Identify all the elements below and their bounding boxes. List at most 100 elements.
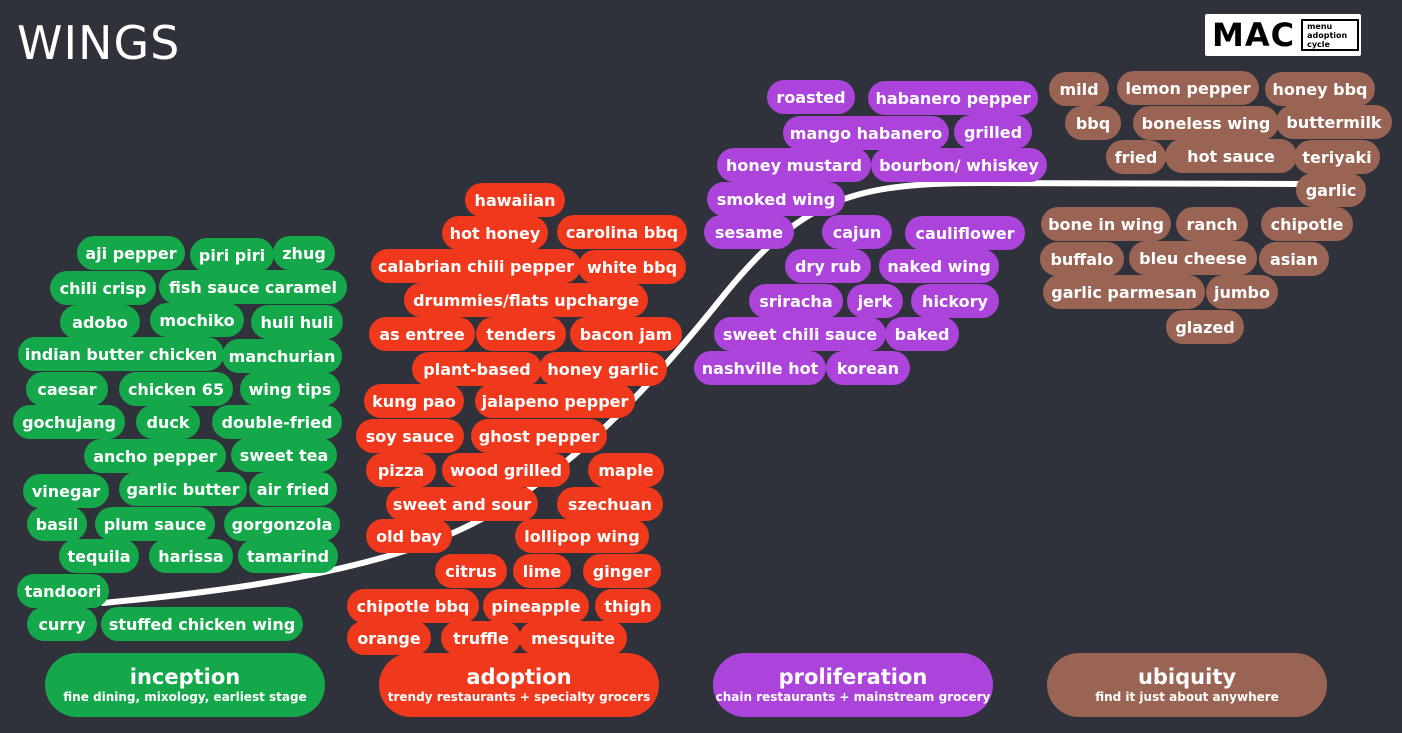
wing-item-ubiquity: mild <box>1049 72 1109 106</box>
logo-subtitle-box: menu adoption cycle <box>1301 19 1360 51</box>
wing-item-inception: chili crisp <box>50 271 156 305</box>
wing-item-ubiquity: jumbo <box>1206 275 1278 309</box>
wing-item-proliferation: jerk <box>847 284 903 318</box>
logo-sub-line: menu <box>1307 21 1333 31</box>
wing-item-proliferation: sesame <box>704 215 794 249</box>
wing-item-inception: wing tips <box>240 372 340 406</box>
wing-item-inception: air fried <box>249 472 337 506</box>
logo-sub-line: cycle <box>1307 39 1330 49</box>
wing-item-proliferation: honey mustard <box>717 148 871 182</box>
wing-item-inception: tequila <box>59 539 139 573</box>
logo-sub-line: adoption <box>1307 30 1348 40</box>
wing-item-adoption: honey garlic <box>539 352 667 386</box>
wing-item-proliferation: bourbon/ whiskey <box>871 148 1047 182</box>
wing-item-ubiquity: bone in wing <box>1041 207 1171 241</box>
stage-ubiquity: ubiquity find it just about anywhere <box>1047 653 1327 717</box>
wing-item-adoption: calabrian chili pepper <box>371 249 581 283</box>
wing-item-adoption: truffle <box>441 621 521 655</box>
wing-item-adoption: wood grilled <box>442 453 570 487</box>
wing-item-ubiquity: garlic <box>1296 173 1366 207</box>
wing-item-proliferation: korean <box>826 351 910 385</box>
mac-logo: MAC menu adoption cycle <box>1205 14 1361 56</box>
wing-item-adoption: pineapple <box>483 589 589 623</box>
wing-item-proliferation: nashville hot <box>694 351 826 385</box>
wing-item-adoption: maple <box>588 453 664 487</box>
wing-item-inception: duck <box>136 405 200 439</box>
wing-item-inception: caesar <box>26 372 108 406</box>
wing-item-ubiquity: buffalo <box>1040 242 1124 276</box>
wing-item-proliferation: hickory <box>911 284 999 318</box>
wing-item-adoption: jalapeno pepper <box>475 384 635 418</box>
wing-item-adoption: szechuan <box>557 487 663 521</box>
wing-item-inception: harissa <box>149 539 233 573</box>
wing-item-inception: aji pepper <box>77 236 185 270</box>
stage-name: adoption <box>466 665 572 689</box>
wing-item-ubiquity: hot sauce <box>1165 139 1297 173</box>
wing-item-adoption: orange <box>347 621 431 655</box>
wing-item-inception: plum sauce <box>95 507 215 541</box>
wing-item-adoption: sweet and sour <box>386 487 538 521</box>
wing-item-ubiquity: bleu cheese <box>1129 241 1257 275</box>
wing-item-adoption: as entree <box>369 317 475 351</box>
wing-item-proliferation: roasted <box>767 80 855 114</box>
wing-item-adoption: white bbq <box>578 250 686 284</box>
wing-item-adoption: thigh <box>595 589 661 623</box>
wing-item-inception: sweet tea <box>231 438 337 472</box>
wing-item-inception: mochiko <box>150 303 244 337</box>
wing-item-adoption: soy sauce <box>356 419 464 453</box>
wing-item-ubiquity: boneless wing <box>1133 106 1279 140</box>
wing-item-adoption: chipotle bbq <box>347 589 479 623</box>
wing-item-inception: fish sauce caramel <box>159 270 347 304</box>
wing-item-inception: chicken 65 <box>119 372 233 406</box>
wing-item-inception: garlic butter <box>119 472 247 506</box>
stage-name: proliferation <box>778 665 928 689</box>
wing-item-proliferation: grilled <box>954 115 1032 149</box>
stage-inception: inception fine dining, mixology, earlies… <box>45 653 325 717</box>
wing-item-ubiquity: fried <box>1106 140 1166 174</box>
wing-item-inception: huli huli <box>251 305 343 339</box>
wing-item-proliferation: mango habanero <box>783 116 949 150</box>
stage-description: chain restaurants + mainstream grocery <box>715 690 991 704</box>
wing-item-inception: gochujang <box>13 405 125 439</box>
wing-item-proliferation: cajun <box>822 215 892 249</box>
wing-item-inception: manchurian <box>222 339 342 373</box>
wing-item-inception: tandoori <box>17 574 109 608</box>
wing-item-ubiquity: garlic parmesan <box>1043 275 1205 309</box>
logo-text: MAC <box>1212 16 1296 54</box>
wing-item-inception: ancho pepper <box>84 439 226 473</box>
wing-item-proliferation: sriracha <box>749 284 843 318</box>
wing-item-proliferation: naked wing <box>879 249 999 283</box>
stage-description: find it just about anywhere <box>1095 690 1279 704</box>
wing-item-adoption: lime <box>513 554 571 588</box>
stage-description: fine dining, mixology, earliest stage <box>63 690 307 704</box>
wing-item-ubiquity: bbq <box>1065 106 1121 140</box>
wing-item-adoption: tenders <box>476 317 566 351</box>
wing-item-adoption: lollipop wing <box>515 519 649 553</box>
wing-item-adoption: drummies/flats upcharge <box>404 283 648 317</box>
wing-item-ubiquity: lemon pepper <box>1117 71 1259 105</box>
wing-item-inception: vinegar <box>23 474 109 508</box>
wing-item-proliferation: smoked wing <box>707 182 845 216</box>
wing-item-adoption: plant-based <box>412 352 542 386</box>
wing-item-proliferation: cauliflower <box>905 216 1025 250</box>
wing-item-inception: adobo <box>60 305 140 339</box>
wing-item-inception: tamarind <box>238 539 338 573</box>
wing-item-proliferation: dry rub <box>785 249 871 283</box>
wing-item-inception: curry <box>27 607 97 641</box>
page-title: WINGS <box>17 16 181 70</box>
wing-item-inception: gorgonzola <box>224 507 340 541</box>
wing-item-inception: double-fried <box>212 405 342 439</box>
wing-item-adoption: mesquite <box>519 621 627 655</box>
wing-item-ubiquity: honey bbq <box>1265 72 1375 106</box>
wing-item-inception: piri piri <box>190 238 274 272</box>
wing-item-proliferation: baked <box>885 317 959 351</box>
wing-item-adoption: pizza <box>366 453 436 487</box>
wing-item-adoption: bacon jam <box>570 317 682 351</box>
wing-item-adoption: ghost pepper <box>471 419 607 453</box>
wing-item-inception: zhug <box>273 236 335 270</box>
wing-item-inception: stuffed chicken wing <box>101 607 303 641</box>
wing-item-proliferation: habanero pepper <box>868 81 1038 115</box>
wing-item-ubiquity: asian <box>1259 242 1329 276</box>
wing-item-adoption: hot honey <box>442 216 548 250</box>
wing-item-adoption: citrus <box>435 554 507 588</box>
